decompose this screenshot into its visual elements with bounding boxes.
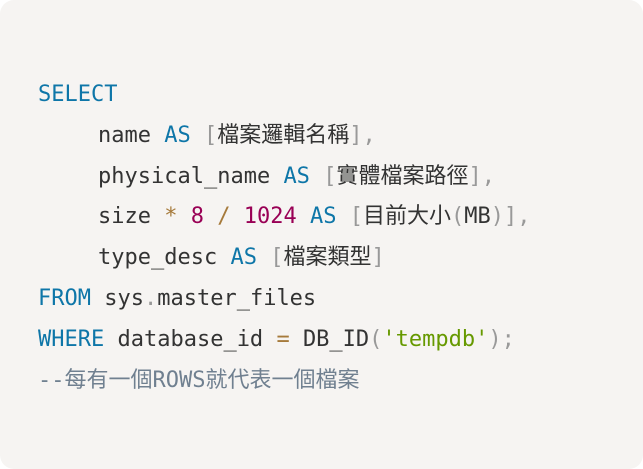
code-line-8: --每有一個ROWS就代表一個檔案 [38, 361, 643, 402]
keyword-as: AS [309, 204, 337, 230]
code-line-3: physical_name AS [實體檔案路徑], [38, 157, 643, 198]
bracket-close: ] [503, 204, 518, 230]
column-name: type_desc [98, 245, 218, 271]
bracket-open: [ [270, 245, 284, 271]
comma: , [481, 163, 495, 189]
bracket-close: ] [349, 122, 363, 148]
alias-text: 實體檔案路徑 [336, 163, 469, 189]
table-name: master_files [157, 285, 317, 311]
code-line-7: WHERE database_id = DB_ID('tempdb'); [38, 320, 643, 361]
alias-text: 檔案邏輯名稱 [217, 122, 350, 148]
paren-open: ( [369, 326, 383, 352]
operator-multiply: * [164, 204, 178, 230]
keyword-select: SELECT [38, 82, 118, 107]
column-name: database_id [117, 326, 264, 352]
column-name: size [98, 204, 151, 230]
comma: , [517, 204, 531, 230]
code-line-2: name AS [檔案邏輯名稱], [38, 116, 643, 157]
bracket-open: [ [323, 163, 337, 189]
number-literal: 1024 [243, 204, 297, 230]
dot: . [143, 285, 158, 311]
keyword-as: AS [164, 122, 191, 148]
bracket-close: ] [371, 245, 385, 271]
bracket-close: ] [468, 163, 482, 189]
operator-divide: / [217, 204, 231, 230]
alias-unit: MB [464, 204, 491, 230]
code-comment: --每有一個ROWS就代表一個檔案 [38, 367, 360, 393]
string-literal: 'tempdb' [382, 326, 489, 352]
keyword-as: AS [283, 163, 310, 189]
paren-close: ) [490, 204, 504, 230]
comma: , [362, 122, 376, 148]
number-literal: 8 [190, 204, 204, 230]
paren-close: ) [488, 326, 502, 352]
alias-text: 目前大小 [362, 204, 451, 230]
column-name: physical_name [98, 163, 271, 189]
keyword-from: FROM [38, 285, 91, 311]
semicolon: ; [501, 326, 515, 352]
function-name: DB_ID [302, 326, 370, 352]
code-line-6: FROM sys.master_files [38, 279, 643, 320]
keyword-where: WHERE [38, 326, 105, 352]
paren-open: ( [450, 204, 465, 230]
bracket-open: [ [349, 204, 363, 230]
code-line-1: SELECT [38, 75, 643, 116]
code-line-4: size * 8 / 1024 AS [目前大小(MB)], [38, 197, 643, 238]
bracket-open: [ [203, 122, 218, 148]
schema-name: sys [104, 285, 144, 311]
operator-equals: = [276, 326, 290, 352]
alias-text: 檔案類型 [283, 245, 372, 271]
keyword-as: AS [230, 245, 257, 271]
code-line-5: type_desc AS [檔案類型] [38, 238, 643, 279]
column-name: name [98, 122, 151, 148]
